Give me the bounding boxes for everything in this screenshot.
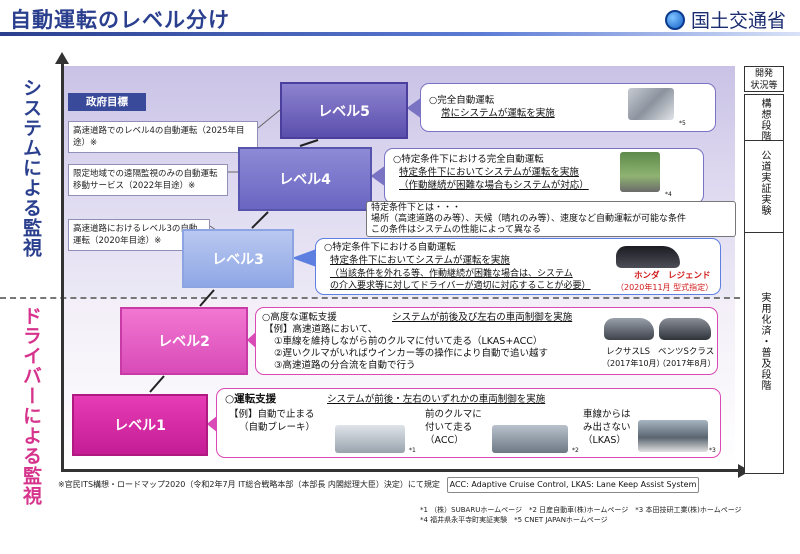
acc-image (492, 425, 568, 453)
level-2-box: レベル2 (120, 307, 248, 375)
level-1-detail: システムが前後・左右のいずれかの車両制御を実施 (327, 394, 546, 405)
level-5-ref: *5 (679, 120, 686, 127)
stage-column-header: 開発 状況等 (744, 66, 784, 92)
image-sources-1: *1 （株）SUBARUホームページ *2 日産自動車(株)ホームページ *3 … (420, 506, 742, 514)
level-4-field-test-image (620, 152, 660, 192)
stage-header-line1: 開発 (754, 69, 773, 79)
connector-3-4 (251, 211, 269, 229)
gov-goal-remote-service: 限定地域での遠隔監視のみの自動運転移動サービス（2022年目途）※ (68, 164, 228, 196)
level-3-car-name: ホンダ レジェンド (634, 271, 711, 281)
level-5-car-interior-image (628, 88, 674, 120)
level-5-heading: ○完全自動運転 (429, 95, 495, 106)
auto-brake-image (335, 425, 405, 453)
lkas-image (638, 420, 708, 452)
condition-note: この条件はシステムの性能によって異なる (371, 225, 542, 235)
arrow-up-icon (55, 52, 69, 64)
level-3-car-date: （2020年11月 型式指定） (616, 283, 714, 292)
system-monitoring-label: システムによる監視 (20, 78, 42, 258)
abbreviation-legend: ACC: Adaptive Cruise Control, LKAS: Lane… (447, 477, 699, 493)
benz-s-class-image (659, 318, 711, 340)
image-sources-2: *4 福井県永平寺町実証実験 *5 CNET JAPANホームページ (420, 516, 608, 524)
level-1-box: レベル1 (72, 394, 208, 456)
stage-concept: 構想段階 (759, 98, 770, 142)
level-2-example-2: ②遅いクルマがいればウインカー等の操作により自動で追い越す (274, 348, 549, 359)
level-1-ref-2: *2 (572, 447, 579, 454)
header-rule (0, 32, 800, 36)
connector-2-3 (199, 289, 215, 307)
stage-header-line2: 状況等 (750, 81, 778, 91)
level-5-box: レベル5 (280, 82, 408, 139)
level-2-example-3: ③高速道路の分合流を自動で行う (274, 360, 416, 371)
roadmap-footnote: ※官民ITS構想・ロードマップ2020（令和2年7月 IT総合戦略本部（本部長 … (58, 480, 440, 489)
level-1-ref-1: *1 (409, 447, 416, 454)
level-4-heading: ○特定条件下における完全自動運転 (393, 154, 544, 165)
honda-legend-image (616, 246, 680, 268)
gov-goal-label: 政府目標 (68, 93, 146, 111)
level-1-ex3-line3: （LKAS） (583, 435, 626, 446)
level-2-description: ○高度な運転支援 システムが前後及び左右の車両制御を実施 【例】高速道路において… (255, 307, 718, 375)
level-1-ex1-line2: （自動ブレーキ） (239, 422, 316, 433)
level-3-note-2: の介入要求等に対してドライバーが適切に対応することが必要） (330, 281, 591, 291)
level-3-detail: 特定条件下においてシステムが運転を実施 (330, 255, 510, 266)
connector-goal5 (257, 109, 281, 129)
level-2-detail: システムが前後及び左右の車両制御を実施 (392, 312, 573, 323)
ministry-logo: 国土交通省 (664, 6, 786, 33)
stage-practical-use: 実用化済・普及段階 (759, 292, 770, 391)
lexus-ls-image (604, 318, 654, 340)
gov-goal-level4-highway: 高速道路でのレベル4の自動運転（2025年目途）※ (68, 121, 258, 153)
level-1-ex2-line2: 付いて走る (425, 422, 473, 433)
benz-s-date: （2017年8月） (658, 359, 716, 368)
level-1-ex3-line1: 車線からは (583, 409, 631, 420)
pointer-l3 (291, 248, 317, 268)
level-2-example-1: ①車線を維持しながら前のクルマに付いて走る（LKAS+ACC） (274, 336, 543, 347)
level-1-ref-3: *3 (709, 447, 716, 454)
level-4-note: （作動継続が困難な場合もシステムが対応） (399, 180, 589, 191)
condition-example: 場所（高速道路のみ等）、天候（晴れのみ等）、速度など自動運転が可能な条件 (371, 214, 687, 224)
specific-condition-note: 特定条件下とは・・・ 場所（高速道路のみ等）、天候（晴れのみ等）、速度など自動運… (366, 201, 736, 237)
level-1-ex2-line3: （ACC） (425, 435, 464, 446)
level-1-ex3-line2: み出さない (583, 422, 631, 433)
level-1-heading: ○運転支援 (225, 393, 277, 405)
connector-4-5 (299, 139, 319, 147)
level-4-ref: *4 (665, 191, 672, 198)
page-title: 自動運転のレベル分け (10, 8, 230, 32)
level-4-box: レベル4 (238, 147, 372, 211)
stage-separator-1 (745, 140, 783, 141)
stage-column (744, 94, 784, 474)
lexus-ls-name: レクサスLS (606, 347, 650, 357)
level-1-description: ○運転支援 システムが前後・左右のいずれかの車両制御を実施 【例】自動で止まる … (216, 388, 721, 458)
level-2-example-title: 【例】高速道路において、 (264, 324, 378, 335)
stage-separator-2 (745, 232, 783, 233)
y-axis (61, 62, 64, 472)
ministry-name: 国土交通省 (690, 10, 786, 32)
lexus-ls-date: （2017年10月） (602, 359, 665, 368)
level-1-ex2-line1: 前のクルマに (425, 409, 482, 420)
ministry-mark-icon (664, 9, 685, 30)
monitoring-divider (0, 297, 740, 299)
driver-monitoring-label: ドライバーによる監視 (20, 306, 42, 506)
connector-1-2 (149, 375, 165, 393)
level-4-detail: 特定条件下においてシステムが運転を実施 (399, 167, 579, 178)
level-3-note-1: （当該条件を外れる等、作動継続が困難な場合は、システム (330, 269, 573, 279)
stage-public-road-test: 公道実証実験 (759, 150, 770, 216)
level-1-ex1-line1: 【例】自動で止まる (229, 409, 315, 420)
condition-title: 特定条件下とは・・・ (371, 203, 462, 213)
level-2-heading: ○高度な運転支援 (262, 312, 337, 323)
level-3-heading: ○特定条件下における自動運転 (324, 242, 456, 253)
level-3-box: レベル3 (182, 229, 294, 288)
level-5-detail: 常にシステムが運転を実施 (441, 108, 555, 119)
benz-s-name: ベンツSクラス (658, 347, 715, 357)
x-axis (61, 469, 741, 472)
